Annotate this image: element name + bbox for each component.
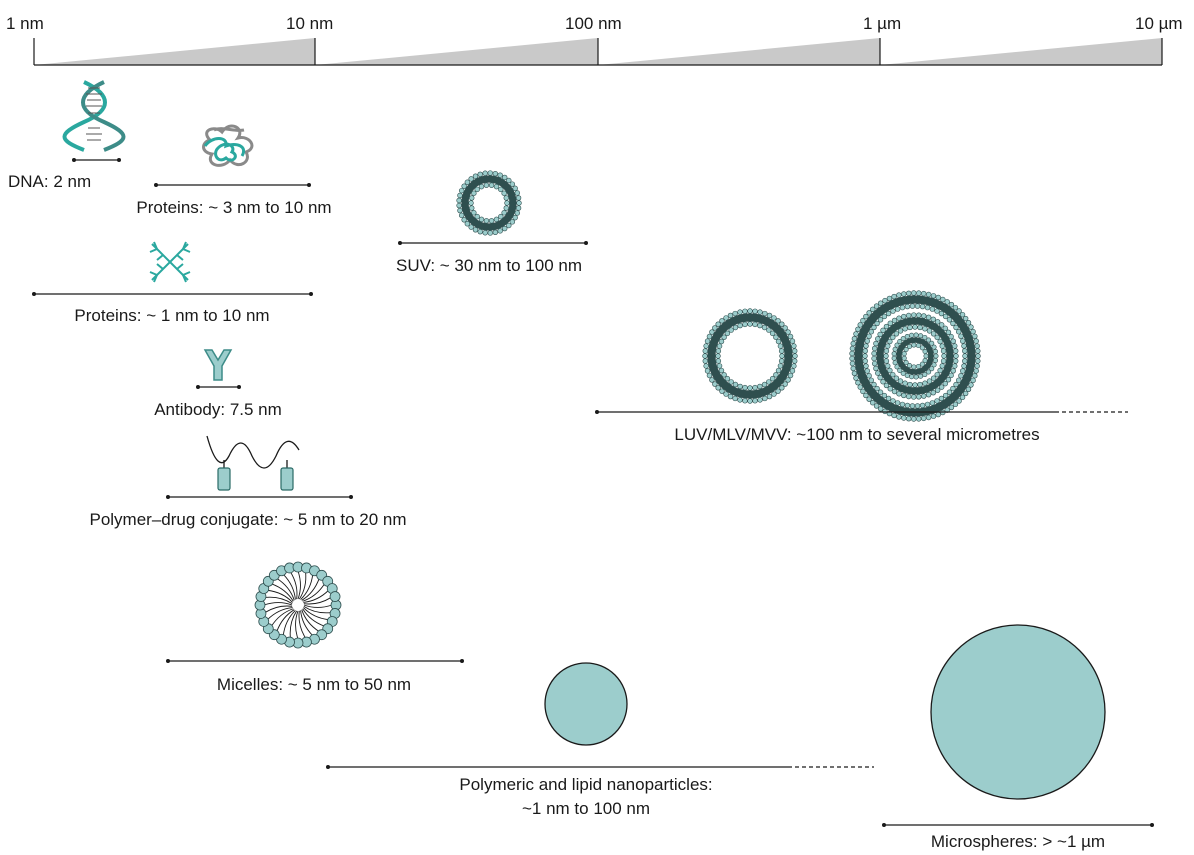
suv-range-line	[398, 241, 588, 245]
dna-icon	[62, 80, 126, 152]
protein-coil-icon	[202, 124, 254, 167]
luv-label: LUV/MLV/MVV: ~100 nm to several micromet…	[674, 425, 1040, 444]
scale-bar	[33, 38, 1163, 66]
luv-range-line	[595, 410, 1128, 414]
scale-tick-100nm: 100 nm	[565, 14, 622, 33]
nanoparticles-label-line1: Polymeric and lipid nanoparticles:	[459, 775, 713, 794]
scale-tick-1nm: 1 nm	[6, 14, 44, 33]
proteins-globular-range-line	[154, 183, 311, 187]
proteins-dendrimer-label: Proteins: ~ 1 nm to 10 nm	[74, 306, 270, 325]
micelle-icon	[254, 561, 342, 649]
polymer-drug-range-line	[166, 495, 353, 499]
scale-tick-10um: 10 µm	[1135, 14, 1183, 33]
dendrimer-icon	[149, 241, 191, 283]
proteins-dendrimer-range-line	[32, 292, 313, 296]
polymer-drug-label: Polymer–drug conjugate: ~ 5 nm to 20 nm	[89, 510, 407, 529]
microsphere-icon	[930, 624, 1106, 800]
micelles-label: Micelles: ~ 5 nm to 50 nm	[216, 675, 412, 694]
microspheres-label: Microspheres: > ~1 µm	[930, 832, 1106, 851]
scale-tick-1um: 1 µm	[863, 14, 902, 33]
luv-icon	[702, 308, 798, 404]
nanoparticles-label-line2: ~1 nm to 100 nm	[521, 799, 651, 818]
polymer-drug-icon	[206, 435, 300, 491]
nanoparticle-icon	[544, 662, 628, 746]
nanoparticles-range-line	[326, 765, 874, 769]
antibody-icon	[203, 349, 233, 381]
antibody-range-line	[196, 385, 241, 389]
mlv-icon	[849, 290, 981, 422]
dna-label: DNA: 2 nm	[8, 172, 92, 191]
proteins-globular-label: Proteins: ~ 3 nm to 10 nm	[136, 198, 332, 217]
dna-range-line	[72, 158, 121, 162]
suv-icon	[456, 170, 522, 236]
antibody-label: Antibody: 7.5 nm	[154, 400, 282, 419]
micelles-range-line	[166, 659, 464, 663]
suv-label: SUV: ~ 30 nm to 100 nm	[396, 256, 582, 275]
microspheres-range-line	[882, 823, 1154, 827]
scale-tick-10nm: 10 nm	[286, 14, 334, 33]
